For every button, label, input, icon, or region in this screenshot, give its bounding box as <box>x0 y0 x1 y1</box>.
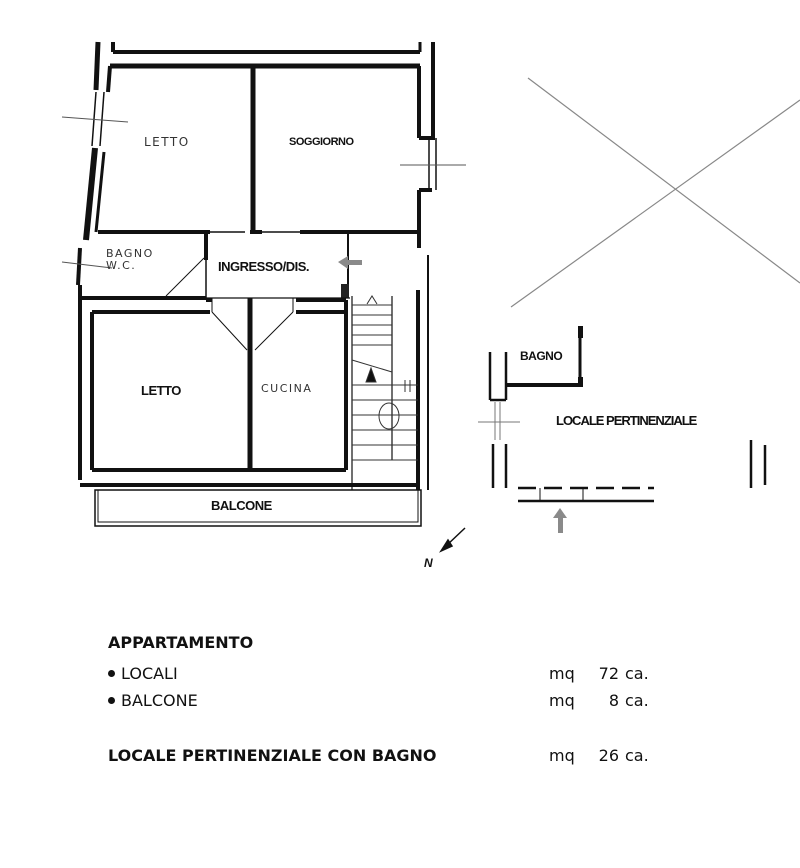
legend-row-locali: LOCALI mq 72 ca. <box>108 660 668 687</box>
room-label-letto-2: LETTO <box>141 383 181 398</box>
legend-item-label: LOCALI <box>121 664 178 683</box>
legend-heading: APPARTAMENTO <box>108 633 254 652</box>
bullet-icon <box>108 697 115 704</box>
legend-item-value: 72 <box>598 664 619 683</box>
north-arrow-icon <box>439 527 466 553</box>
bullet-icon <box>108 670 115 677</box>
excluded-area-cross <box>510 77 800 308</box>
room-label-balcone: BALCONE <box>211 498 272 513</box>
legend-item-unit: mq <box>549 691 575 710</box>
legend-item-suffix: ca. <box>625 664 649 683</box>
legend-row-balcone: BALCONE mq 8 ca. <box>108 687 668 714</box>
entrance-arrow-icon <box>338 256 362 269</box>
surface-legend: APPARTAMENTO LOCALI mq 72 ca. BALCONE mq… <box>108 633 668 769</box>
legend-item-value: 8 <box>608 691 619 710</box>
room-label-bagno-line2: W.C. <box>106 259 137 272</box>
room-label-cucina: CUCINA <box>261 382 313 395</box>
room-label-ingresso: INGRESSO/DIS. <box>218 259 310 274</box>
staircase <box>351 295 418 461</box>
room-label-bagno-wc: BAGNO W.C. <box>106 248 154 272</box>
legend-item-label: BALCONE <box>121 691 198 710</box>
annex-walls <box>478 326 767 503</box>
room-label-letto-1: LETTO <box>144 135 190 149</box>
annex-entrance-arrow-icon <box>553 508 567 533</box>
room-label-bagno-line1: BAGNO <box>106 247 154 260</box>
legend-annex-unit: mq <box>549 746 575 765</box>
legend-annex-label: LOCALE PERTINENZIALE CON BAGNO <box>108 746 437 765</box>
room-label-soggiorno: SOGGIORNO <box>289 136 354 148</box>
legend-annex-suffix: ca. <box>625 746 649 765</box>
legend-annex-value: 26 <box>598 746 619 765</box>
room-label-locale-pertinenziale: LOCALE PERTINENZIALE <box>556 413 697 428</box>
apartment-walls <box>61 41 466 527</box>
legend-item-unit: mq <box>549 664 575 683</box>
north-label: N <box>424 556 433 570</box>
legend-item-suffix: ca. <box>625 691 649 710</box>
legend-row-annex: LOCALE PERTINENZIALE CON BAGNO mq 26 ca. <box>108 742 668 769</box>
room-label-bagno-annex: BAGNO <box>520 349 563 363</box>
floor-plan <box>61 41 800 553</box>
